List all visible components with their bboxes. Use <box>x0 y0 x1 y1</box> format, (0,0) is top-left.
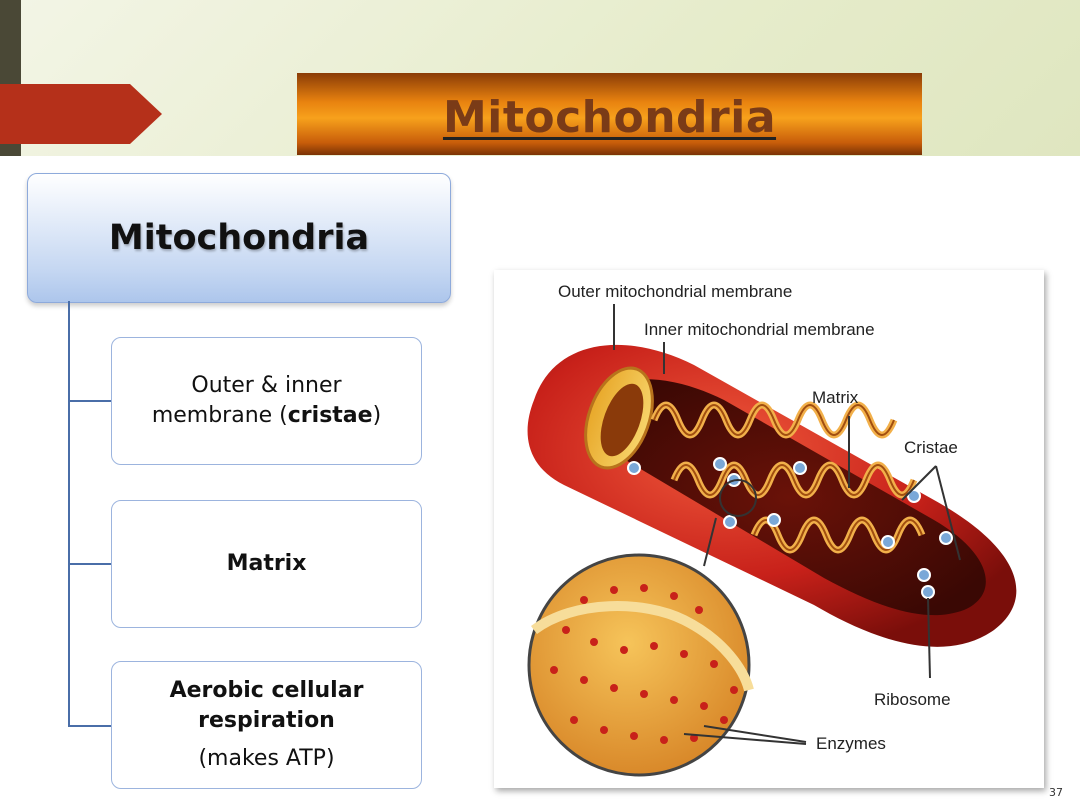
label-enzymes: Enzymes <box>816 734 886 753</box>
child-node-text: membrane ( <box>151 403 288 428</box>
mitochondrion-illustration <box>527 304 1017 777</box>
child-node-membrane: Outer & inner membrane (cristae) <box>111 337 422 465</box>
mitochondrion-diagram: Outer mitochondrial membrane Inner mitoc… <box>494 270 1044 788</box>
label-outer-membrane: Outer mitochondrial membrane <box>558 282 793 301</box>
child-node-respiration: Aerobic cellular respiration (makes ATP) <box>111 661 422 789</box>
red-arrow-shape <box>0 84 162 144</box>
zoom-target-circle <box>719 479 757 517</box>
enzyme-dots <box>550 584 738 744</box>
child-node-matrix: Matrix <box>111 500 422 628</box>
label-cristae: Cristae <box>904 438 958 457</box>
label-ribosome: Ribosome <box>874 690 951 709</box>
child-node-bold-text: respiration <box>198 708 335 734</box>
tree-branch-line <box>68 725 111 727</box>
child-node-text: (makes ATP) <box>198 745 335 771</box>
child-node-text: Matrix <box>226 551 307 577</box>
child-node-bold-text: Aerobic cellular <box>169 678 364 704</box>
tree-trunk-line <box>68 301 70 726</box>
title-banner: Mitochondria <box>297 73 922 155</box>
label-leader-lines <box>613 304 961 745</box>
root-node: Mitochondria <box>27 173 451 303</box>
slide-title: Mitochondria <box>442 91 777 143</box>
tree-branch-line <box>68 400 111 402</box>
child-node-text: Outer & inner <box>191 373 342 399</box>
child-node-bold-text: cristae <box>287 403 373 428</box>
tree-branch-line <box>68 563 111 565</box>
page-number: 37 <box>1049 786 1063 799</box>
inner-membrane-cut-hole <box>600 383 644 457</box>
label-matrix: Matrix <box>812 388 859 407</box>
label-inner-membrane: Inner mitochondrial membrane <box>644 320 875 339</box>
child-node-text: ) <box>372 403 382 428</box>
root-node-label: Mitochondria <box>108 218 370 258</box>
